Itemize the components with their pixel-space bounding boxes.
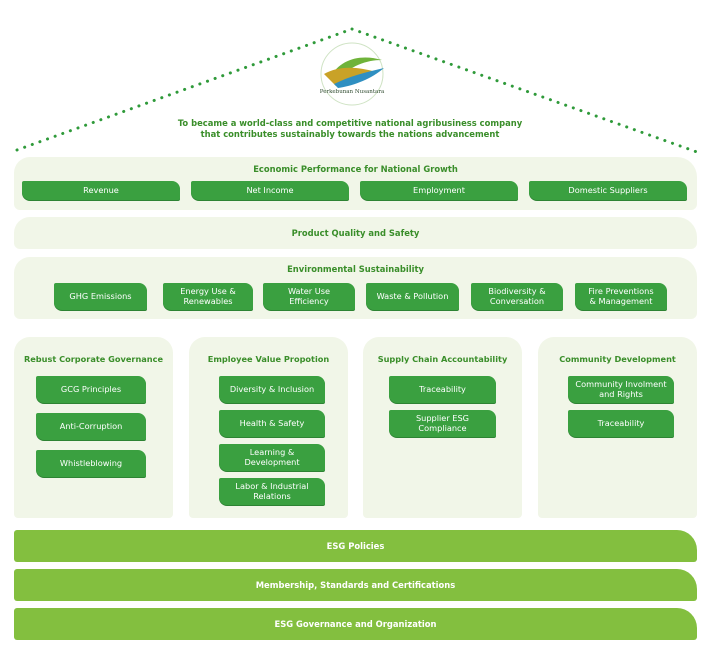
- env-item-ghg: GHG Emissions: [54, 283, 147, 310]
- governance-item-anti-corruption: Anti-Corruption: [36, 413, 146, 440]
- employee-item-learning: Learning &Development: [219, 444, 325, 471]
- env-item-fire-l2: & Management: [589, 295, 653, 306]
- product-band: Product Quality and Safety: [14, 217, 697, 249]
- community-item-traceability: Traceability: [568, 410, 674, 437]
- env-item-biodiversity: Biodiversity &Conversation: [471, 283, 563, 310]
- logo-icon: [319, 41, 385, 107]
- pillar-governance-title: Rebust Corporate Governance: [23, 354, 164, 364]
- governance-item-whistleblowing: Whistleblowing: [36, 450, 146, 477]
- vision-line-2: that contributes sustainably towards the…: [200, 129, 500, 139]
- governance-item-gcg: GCG Principles: [36, 376, 146, 403]
- env-item-ghg-l1: GHG Emissions: [69, 290, 132, 301]
- employee-item-labor-l2: Relations: [253, 490, 291, 501]
- esg-policies-layer: ESG Policies: [14, 530, 697, 562]
- env-item-biodiversity-l2: Conversation: [489, 295, 545, 306]
- vision-statement: To became a world-class and competitive …: [100, 118, 600, 140]
- employee-item-labor-l1: Labor & Industrial: [235, 481, 309, 491]
- env-item-water-l2: Efficiency: [289, 295, 329, 306]
- env-item-waste: Waste & Pollution: [366, 283, 459, 310]
- roof-left-line: [15, 27, 354, 152]
- governance-item-whistleblowing-l1: Whistleblowing: [59, 457, 123, 468]
- employee-item-health: Health & Safety: [219, 410, 325, 437]
- env-item-biodiversity-l1: Biodiversity &: [488, 286, 546, 296]
- env-item-energy-l2: Renewables: [183, 295, 233, 306]
- economic-title: Economic Performance for National Growth: [253, 164, 458, 174]
- pillar-community-title: Community Development: [559, 354, 676, 364]
- vision-line-1: To became a world-class and competitive …: [177, 118, 523, 128]
- env-item-waste-l1: Waste & Pollution: [376, 290, 449, 301]
- employee-item-learning-l2: Development: [244, 456, 300, 467]
- governance-item-gcg-l1: GCG Principles: [60, 383, 122, 394]
- community-item-involvement-l1: Community Involment: [575, 379, 667, 389]
- logo-wordmark: Perkebunan Nusantara: [319, 89, 385, 95]
- esg-governance-layer: ESG Governance and Organization: [14, 608, 697, 640]
- membership-layer: Membership, Standards and Certifications: [14, 569, 697, 601]
- env-item-fire-l1: Fire Preventions: [588, 286, 654, 296]
- employee-item-diversity-l1: Diversity & Inclusion: [229, 383, 315, 394]
- governance-item-anti-corruption-l1: Anti-Corruption: [59, 420, 123, 431]
- economic-item-employment: Employment: [360, 181, 518, 200]
- supply-item-esg-compliance-l1: Supplier ESG: [415, 413, 470, 423]
- environmental-title: Environmental Sustainability: [287, 264, 424, 274]
- economic-item-revenue: Revenue: [22, 181, 180, 200]
- product-title: Product Quality and Safety: [291, 228, 420, 238]
- pillar-supply-chain-title: Supply Chain Accountability: [377, 354, 508, 364]
- economic-item-net-income: Net Income: [191, 181, 349, 200]
- env-item-energy: Energy Use &Renewables: [163, 283, 253, 310]
- env-item-water-l1: Water Use: [287, 286, 331, 296]
- employee-item-diversity: Diversity & Inclusion: [219, 376, 325, 403]
- env-item-energy-l1: Energy Use &: [180, 286, 236, 296]
- env-item-fire: Fire Preventions& Management: [575, 283, 667, 310]
- employee-item-health-l1: Health & Safety: [239, 417, 305, 428]
- economic-item-domestic-suppliers: Domestic Suppliers: [529, 181, 687, 200]
- community-item-involvement-l2: and Rights: [599, 388, 643, 399]
- supply-item-esg-compliance-l2: Compliance: [418, 422, 467, 433]
- community-item-traceability-l1: Traceability: [597, 417, 645, 428]
- supply-item-traceability: Traceability: [389, 376, 496, 403]
- employee-item-learning-l1: Learning &: [249, 447, 295, 457]
- roof-outline: [15, 27, 699, 154]
- supply-item-traceability-l1: Traceability: [419, 383, 466, 394]
- pillar-employee-title: Employee Value Propotion: [207, 354, 330, 364]
